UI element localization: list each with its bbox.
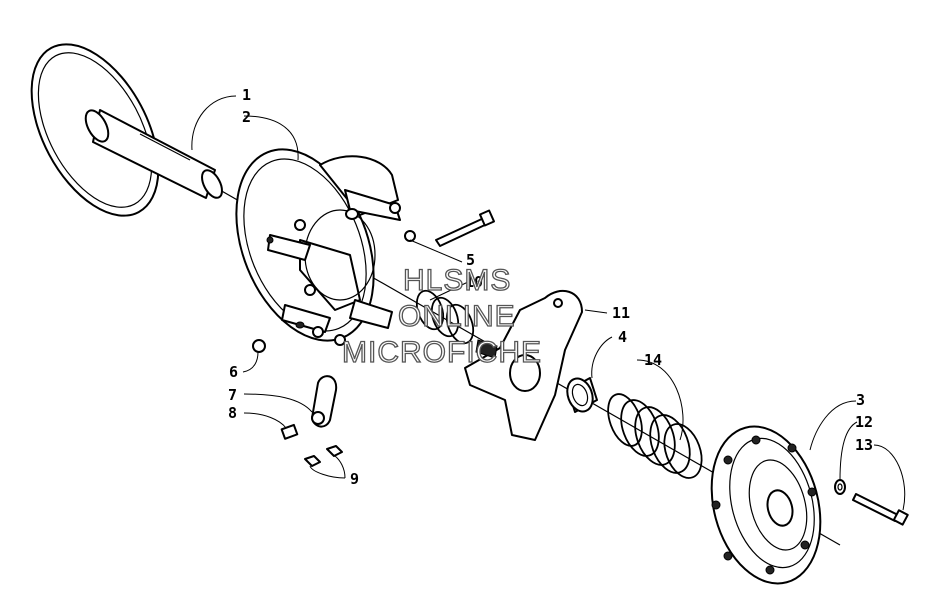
cover-part-3 (710, 425, 822, 585)
screw-part-13 (852, 493, 909, 526)
movable-sheave-part-2 (235, 148, 416, 346)
pin-part-8 (280, 423, 299, 440)
spider-cam-part-11 (464, 289, 583, 441)
nut-part-6 (252, 339, 266, 353)
watermark: HLSMS ONLINE MICROFICHE (341, 263, 542, 369)
leader-lines (191, 95, 906, 511)
callout-3: 3 (856, 391, 865, 409)
callout-4: 4 (618, 328, 627, 346)
callout-1: 1 (242, 86, 251, 104)
washer-part-12 (834, 479, 846, 495)
watermark-line-1: HLSMS (403, 264, 511, 297)
watermark-line-3: MICROFICHE (342, 336, 542, 369)
bushing-part-4 (566, 377, 598, 413)
callout-14: 14 (644, 351, 662, 369)
callout-6: 6 (229, 363, 238, 381)
callout-9: 9 (350, 470, 359, 488)
bolt-part-5 (435, 209, 496, 247)
callout-12: 12 (855, 413, 873, 431)
callout-labels: 1 2 3 4 5 6 7 8 9 10 11 12 13 14 (228, 86, 873, 488)
main-spring-part-14 (607, 393, 703, 479)
arm-part-7 (311, 375, 338, 428)
callout-5: 5 (466, 251, 475, 269)
callout-7: 7 (228, 386, 237, 404)
spring-part-10 (415, 289, 475, 345)
callout-13: 13 (855, 436, 873, 454)
callout-10: 10 (465, 273, 483, 291)
callout-2: 2 (242, 108, 251, 126)
washers-part-9 (304, 445, 343, 467)
fixed-sheave-part-1 (30, 43, 223, 217)
callout-8: 8 (228, 404, 237, 422)
callout-11: 11 (612, 304, 630, 322)
watermark-line-2: ONLINE (398, 300, 516, 333)
